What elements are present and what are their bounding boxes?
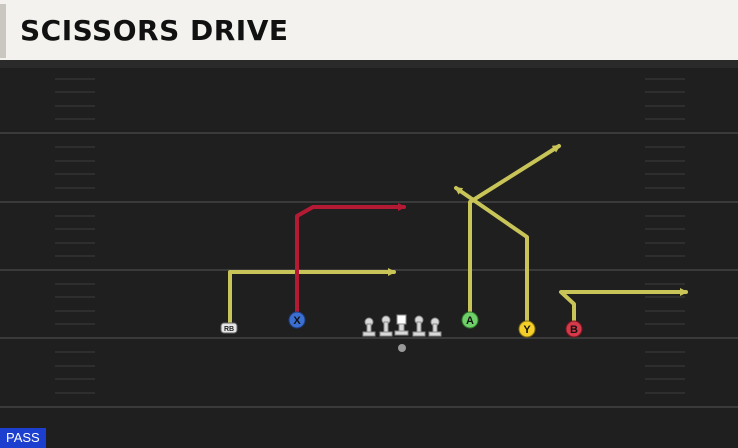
lineman-icon (379, 315, 393, 337)
route-y (454, 186, 529, 326)
player-y: Y (518, 320, 536, 338)
play-header: SCISSORS DRIVE (0, 0, 738, 60)
field-background (0, 60, 738, 448)
lineman-icon (362, 317, 376, 337)
play-diagram-field: RB X A Y B (0, 60, 738, 448)
player-rb-label: RB (224, 326, 234, 333)
player-b: B (565, 320, 583, 338)
player-x-label: X (293, 315, 301, 327)
player-x: X (288, 311, 306, 329)
hash-marks-left (55, 78, 95, 394)
play-type-badge: PASS (0, 428, 46, 448)
lineman-icon (412, 315, 426, 337)
header-accent (0, 4, 6, 58)
route-b (559, 288, 688, 326)
field-top-shadow (0, 60, 738, 68)
player-a: A (461, 311, 479, 329)
lineman-icon (428, 317, 442, 337)
play-title: SCISSORS DRIVE (20, 14, 289, 47)
offensive-line (362, 314, 442, 337)
center-icon (394, 314, 409, 336)
route-a (468, 144, 561, 318)
route-rb (228, 268, 396, 326)
player-a-label: A (466, 315, 474, 327)
player-y-label: Y (523, 324, 531, 336)
player-b-label: B (570, 324, 578, 336)
route-x (295, 203, 406, 318)
player-rb: RB (220, 322, 238, 334)
quarterback-marker (398, 344, 406, 352)
hash-marks-right (645, 78, 685, 394)
